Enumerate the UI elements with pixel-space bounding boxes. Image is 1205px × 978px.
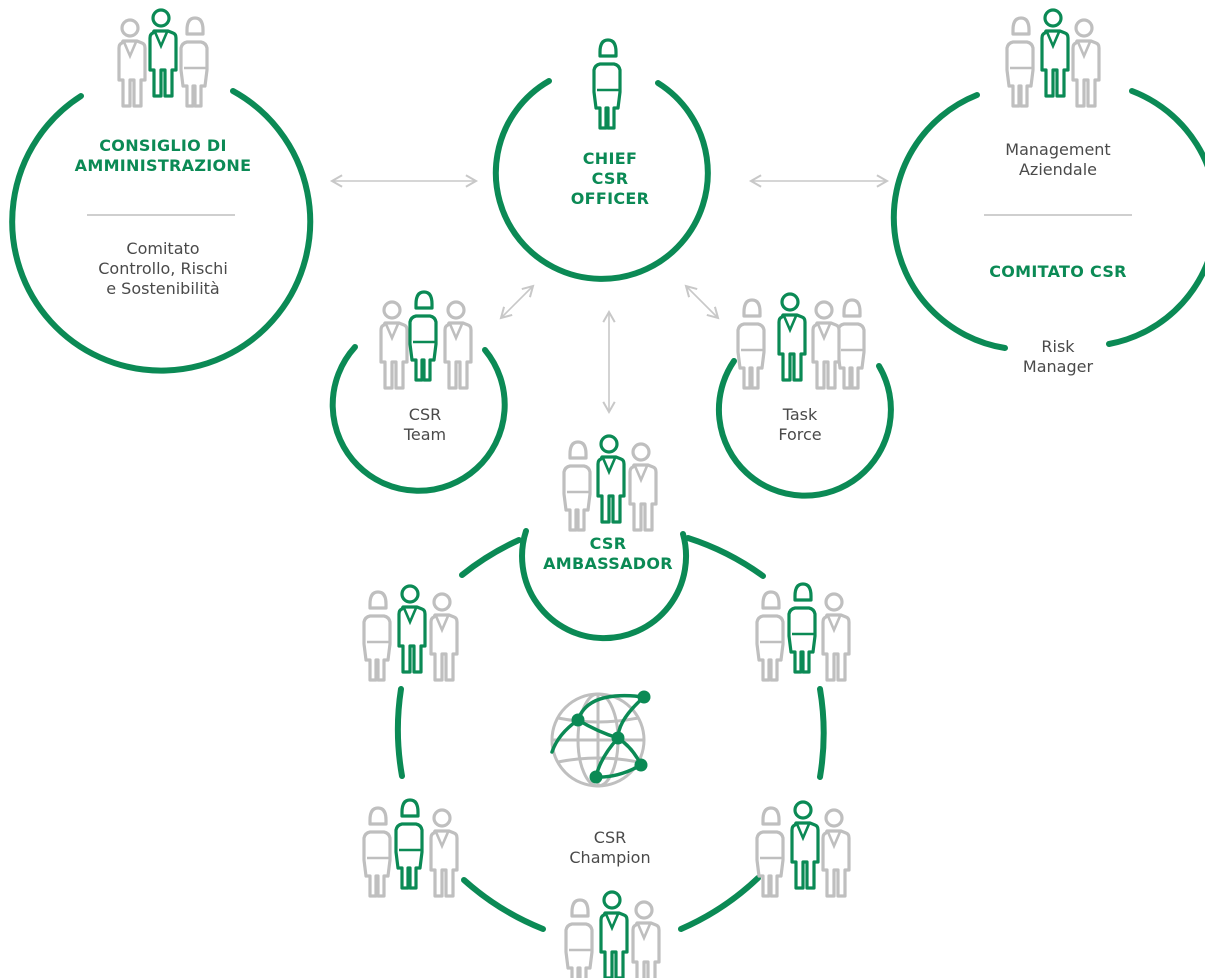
people-group-icon — [117, 8, 209, 108]
champion-arc-top-left — [459, 537, 522, 578]
people-group-icon — [362, 798, 459, 898]
management-committee: COMITATO CSR — [968, 262, 1148, 282]
management-title-line2: Aziendale — [1018, 160, 1098, 179]
chief-title: CHIEF CSR OFFICER — [540, 149, 680, 209]
network-globe-icon — [550, 690, 651, 788]
team-label-line2: Team — [403, 425, 447, 444]
chief-title-line2: CSR — [591, 169, 629, 188]
team-circle — [329, 344, 508, 494]
ambassador-circle — [519, 528, 690, 642]
chief-title-line1: CHIEF — [582, 149, 638, 168]
risk-manager: Risk Manager — [1000, 337, 1116, 377]
board-committee: Comitato Controllo, Rischi e Sostenibili… — [60, 239, 266, 299]
people-group-icon — [562, 434, 658, 532]
team-label: CSR Team — [370, 405, 480, 445]
board-title-line2: AMMINISTRAZIONE — [74, 156, 252, 175]
ambassador-label: CSR AMBASSADOR — [530, 534, 686, 574]
taskforce-label-line2: Force — [778, 425, 822, 444]
champion-label: CSR Champion — [550, 828, 670, 868]
management-circle-left — [890, 92, 1008, 351]
board-committee-line3: e Sostenibilità — [106, 279, 220, 298]
board-committee-line2: Controllo, Rischi — [98, 259, 228, 278]
woman-icon — [592, 38, 622, 130]
ambassador-label-line2: AMBASSADOR — [543, 554, 673, 573]
risk-manager-line1: Risk — [1041, 337, 1075, 356]
champion-arc-right — [817, 686, 827, 780]
board-circle — [9, 88, 314, 374]
champion-label-line2: Champion — [569, 848, 651, 867]
circle-arcs — [9, 78, 1205, 932]
people-group-icon — [362, 584, 459, 682]
chief-title-line3: OFFICER — [570, 189, 650, 208]
champion-arc-left — [394, 686, 405, 779]
taskforce-label: Task Force — [745, 405, 855, 445]
management-committee-label: COMITATO CSR — [989, 262, 1127, 281]
connector-arrows — [329, 174, 890, 415]
taskforce-circle — [715, 358, 894, 499]
champion-arc-bottom-left — [461, 877, 546, 932]
team-label-line1: CSR — [408, 405, 442, 424]
champion-arc-bottom-right — [678, 875, 761, 932]
management-circle — [1106, 88, 1205, 347]
people-group-icon — [564, 890, 661, 978]
management-title-line1: Management — [1005, 140, 1111, 159]
double-arrow-icon — [499, 284, 535, 320]
people-group-icon — [736, 292, 866, 390]
double-arrow-icon — [684, 284, 720, 320]
people-group-icon — [379, 290, 473, 390]
management-title: Management Aziendale — [968, 140, 1148, 180]
chief-circle — [492, 78, 711, 282]
risk-manager-line2: Manager — [1022, 357, 1094, 376]
people-group-icon — [755, 800, 851, 898]
board-committee-line1: Comitato — [126, 239, 200, 258]
people-group-icon — [755, 582, 851, 682]
ambassador-label-line1: CSR — [589, 534, 627, 553]
board-title: CONSIGLIO DI AMMINISTRAZIONE — [60, 136, 266, 176]
board-title-line1: CONSIGLIO DI — [99, 136, 227, 155]
taskforce-label-line1: Task — [782, 405, 818, 424]
people-group-icon — [1005, 8, 1101, 108]
champion-arc-top-right — [685, 535, 766, 579]
champion-label-line1: CSR — [593, 828, 627, 847]
